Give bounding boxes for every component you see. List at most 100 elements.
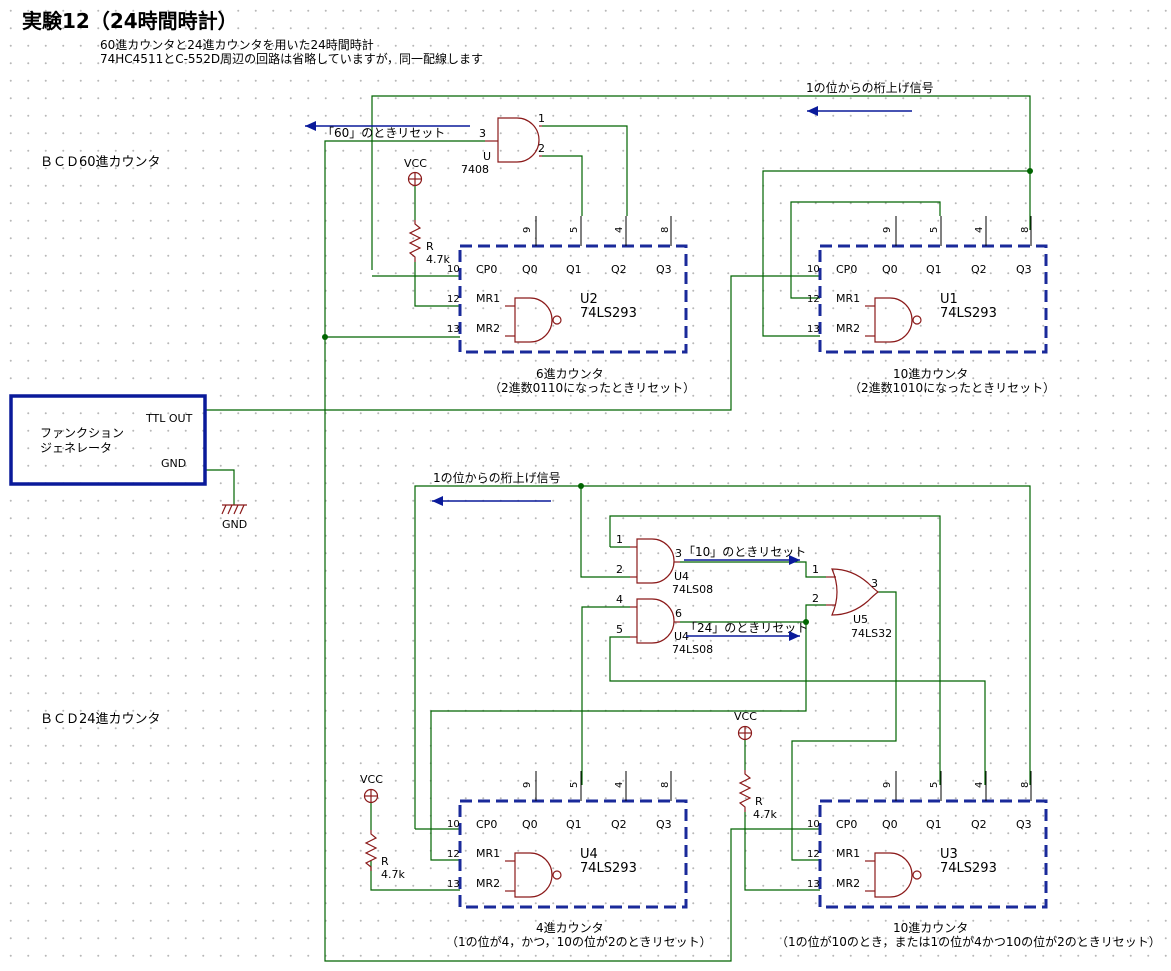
pin-number: 10: [447, 819, 460, 830]
pin-label: Q0: [522, 263, 538, 276]
caption: 4進カウンタ: [536, 921, 604, 935]
pin-number: 5: [569, 782, 580, 788]
pin-label: MR2: [476, 877, 500, 890]
chip-name: U4: [580, 847, 598, 862]
pin-number: 9: [882, 227, 893, 233]
fg-gnd: GND: [161, 457, 186, 470]
pin-number: 8: [660, 782, 671, 788]
resistor-label: R: [426, 240, 434, 253]
subtitle-2: 74HC4511とC-552D周辺の回路は省略していますが，同一配線します: [100, 51, 483, 66]
gate-type: 74LS08: [672, 643, 713, 656]
pin-number: 12: [447, 294, 460, 305]
pin-number: 8: [1020, 782, 1031, 788]
pin-label: MR1: [836, 292, 860, 305]
pin-label: Q3: [656, 263, 672, 276]
arrow-head: [305, 121, 316, 131]
gate-pin: 3: [479, 127, 486, 140]
resistor-60: [408, 220, 422, 262]
pin-number: 10: [807, 264, 820, 275]
pin-label: Q2: [971, 263, 987, 276]
chip-type: 74LS293: [940, 861, 997, 876]
gate-pin: 1: [812, 563, 819, 576]
resistor-value: 4.7k: [753, 808, 777, 821]
gate-pin: 1: [538, 112, 545, 125]
nand-gate-u1: [865, 297, 922, 343]
gate-name: U4: [674, 570, 689, 583]
gate-type: 74LS32: [851, 627, 892, 640]
nand-gate-u4: [505, 852, 562, 898]
pin-number: 13: [807, 879, 820, 890]
pin-number: 5: [929, 782, 940, 788]
gate-type: 74LS08: [672, 583, 713, 596]
gate-name: U5: [853, 613, 868, 626]
pin-number: 12: [807, 294, 820, 305]
gate-name: U: [483, 150, 491, 163]
chip-name: U2: [580, 292, 598, 307]
pin-label: Q3: [1016, 818, 1032, 831]
caption: （1の位が10のとき，または1の位が4かつ10の位が2のときリセット）: [776, 934, 1161, 949]
pin-number: 12: [807, 849, 820, 860]
pin-label: CP0: [476, 263, 497, 276]
pin-label: Q1: [566, 818, 582, 831]
fg-label: ジェネレータ: [40, 441, 112, 455]
pin-number: 4: [974, 782, 985, 788]
caption: （2進数0110になったときリセット）: [489, 380, 695, 395]
pin-number: 5: [569, 227, 580, 233]
chip-type: 74LS293: [580, 861, 637, 876]
nand-gate-u2: [505, 297, 562, 343]
resistor-label: R: [755, 795, 763, 808]
gate-name: U4: [674, 630, 689, 643]
or-gate-u5: [826, 568, 879, 616]
pin-label: Q1: [926, 818, 942, 831]
gate-pin: 2: [616, 563, 623, 576]
gate-pin: 1: [616, 533, 623, 546]
pin-label: Q0: [522, 818, 538, 831]
pin-label: Q0: [882, 818, 898, 831]
pin-number: 12: [447, 849, 460, 860]
caption: 10進カウンタ: [893, 921, 968, 935]
caption: （1の位が4，かつ，10の位が2のときリセット）: [446, 934, 712, 949]
pin-label: Q1: [566, 263, 582, 276]
gnd-label: GND: [222, 518, 247, 531]
and-gate-u4-a: [630, 538, 680, 584]
gate-pin: 5: [616, 623, 623, 636]
pin-number: 5: [929, 227, 940, 233]
pin-label: Q1: [926, 263, 942, 276]
wires-24: [370, 485, 1031, 891]
pin-number: 8: [1020, 227, 1031, 233]
pin-number: 13: [447, 324, 460, 335]
caption: 10進カウンタ: [893, 367, 968, 381]
fg-ttl-out: TTL OUT: [145, 412, 193, 425]
gate-type: 7408: [461, 163, 489, 176]
arrow-head: [789, 631, 800, 641]
gate-pin: 3: [675, 547, 682, 560]
pin-label: CP0: [836, 263, 857, 276]
caption: 6進カウンタ: [536, 367, 604, 381]
vcc-symbol-u3: [737, 725, 753, 741]
nand-gate-u3: [865, 852, 922, 898]
and-gate-7408: [485, 117, 542, 163]
wires-60: [205, 95, 1031, 962]
arrow-head: [789, 555, 800, 565]
caption: （2進数1010になったときリセット）: [849, 380, 1055, 395]
resistor-value: 4.7k: [381, 868, 405, 881]
pin-number: 9: [882, 782, 893, 788]
ground-symbol: [221, 504, 247, 515]
pin-label: Q2: [971, 818, 987, 831]
chip-type: 74LS293: [580, 306, 637, 321]
vcc-symbol-u4: [363, 788, 379, 804]
fg-label: ファンクション: [40, 426, 124, 440]
label-bcd60: ＢＣＤ60進カウンタ: [40, 155, 161, 170]
pin-number: 13: [807, 324, 820, 335]
pin-number: 9: [522, 227, 533, 233]
junction: [578, 483, 584, 489]
reset-24-label: 「24」のときリセット: [685, 621, 808, 635]
gate-pin: 6: [675, 607, 682, 620]
resistor-value: 4.7k: [426, 253, 450, 266]
chip-name: U3: [940, 847, 958, 862]
pin-number: 4: [614, 227, 625, 233]
pin-label: Q2: [611, 818, 627, 831]
pin-number: 10: [447, 264, 460, 275]
